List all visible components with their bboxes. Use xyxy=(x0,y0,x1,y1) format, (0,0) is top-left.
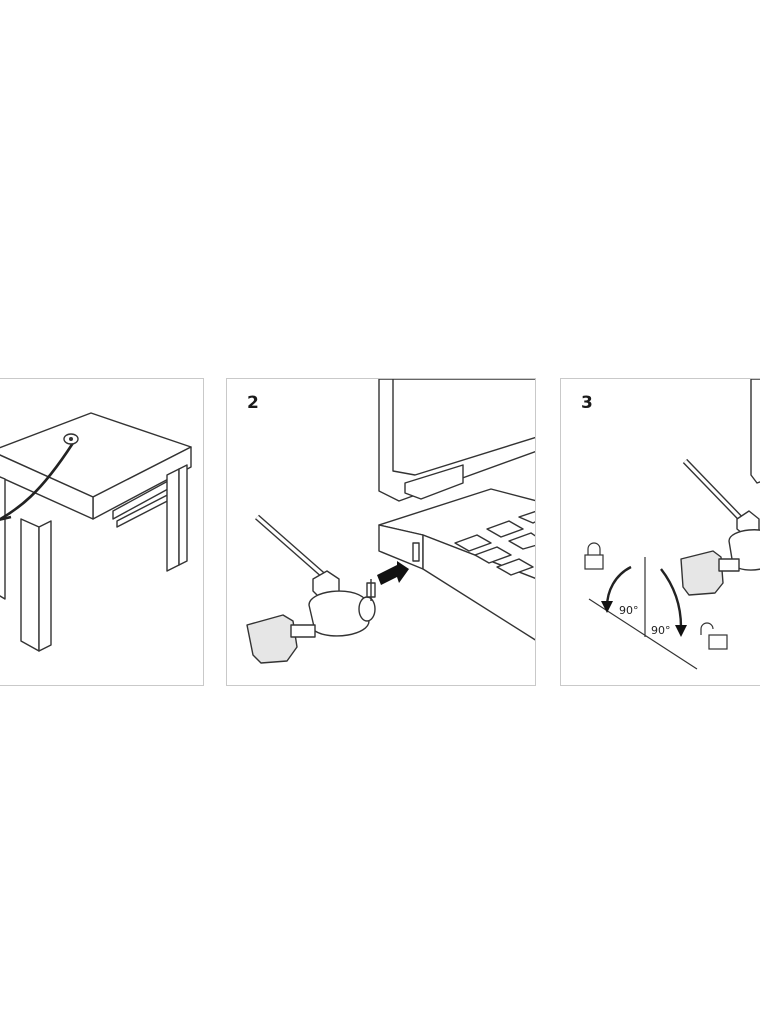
laptop-hinge xyxy=(404,464,464,500)
locked-padlock-icon xyxy=(584,542,604,570)
step-2-panel: 2 xyxy=(226,378,536,686)
table-leg-right xyxy=(166,468,180,572)
unlock-angle-label: 90° xyxy=(651,624,671,637)
lock-key xyxy=(246,614,298,664)
step-1-panel xyxy=(0,378,204,686)
unlocked-padlock-icon xyxy=(700,622,728,650)
cable-lock xyxy=(680,510,760,596)
keyboard xyxy=(454,510,535,576)
key-rotation-illustration: 90° 90° xyxy=(584,379,760,670)
laptop-lock-illustration xyxy=(246,379,535,664)
insert-arrow-icon xyxy=(377,561,409,585)
lock-angle-label: 90° xyxy=(619,604,639,617)
table-leg-front xyxy=(20,518,40,652)
cable-lock xyxy=(246,570,376,664)
laptop-edge xyxy=(750,379,760,484)
step-2-number: 2 xyxy=(247,393,259,413)
step-3-panel: 90° 90° 3 xyxy=(560,378,760,686)
lock-slot xyxy=(412,542,420,562)
table-left-apron xyxy=(0,454,94,520)
lock-key xyxy=(680,550,724,596)
step-3-number: 3 xyxy=(581,393,593,413)
security-cable xyxy=(0,442,75,521)
table-cable-illustration xyxy=(0,412,192,652)
unlock-rotation-arrow xyxy=(660,568,683,628)
